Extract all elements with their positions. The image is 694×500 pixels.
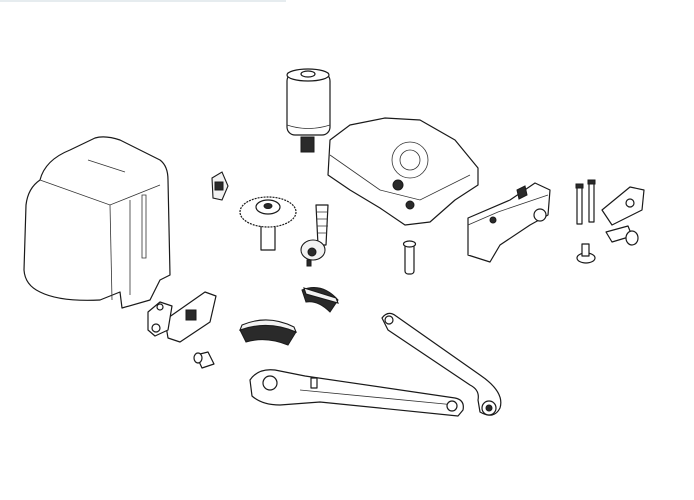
limit-switch-plate [147,291,217,343]
small-bracket [601,186,645,226]
cover [23,136,171,309]
gearbox-housing [327,117,479,226]
cam-sector-upper [301,287,339,313]
pin [402,240,417,275]
motor [286,68,331,153]
top-divider [0,0,286,2]
gear [239,196,297,251]
screws [576,225,639,264]
small-screw [193,351,215,369]
cam-sector-lower [239,319,298,346]
bolts [575,179,596,225]
mounting-bracket [467,182,551,263]
arm-lower [249,369,464,417]
worm-screw [300,204,329,267]
arm-upper [381,312,502,416]
connector [211,171,229,201]
